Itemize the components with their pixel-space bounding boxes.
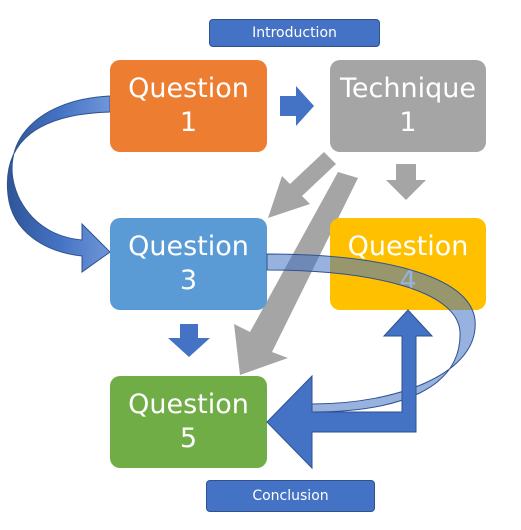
introduction-label: Introduction bbox=[209, 19, 380, 47]
node-technique-1[interactable]: Technique 1 bbox=[330, 60, 486, 152]
node-question-3-title: Question bbox=[128, 231, 249, 262]
node-question-4-title: Question bbox=[347, 231, 469, 262]
node-question-4-number: 4 bbox=[399, 265, 417, 296]
node-question-5-title: Question bbox=[128, 389, 249, 420]
gray-arrow-technique1-to-q4 bbox=[386, 164, 426, 200]
blue-arrow-q1-to-technique1 bbox=[280, 86, 314, 126]
node-question-5[interactable]: Question 5 bbox=[110, 376, 267, 468]
node-question-3-number: 3 bbox=[179, 265, 198, 296]
node-question-4[interactable]: Question 4 bbox=[330, 218, 486, 310]
curved-arrow-q1-to-q3 bbox=[6, 95, 111, 273]
conclusion-label: Conclusion bbox=[206, 480, 375, 512]
node-question-1-number: 1 bbox=[179, 107, 198, 138]
blue-arrow-q3-to-q5 bbox=[168, 324, 210, 357]
gray-arrow-technique1-to-q3 bbox=[268, 152, 336, 218]
bent-arrow-q5-and-q4 bbox=[266, 309, 434, 470]
node-question-3[interactable]: Question 3 bbox=[110, 218, 267, 310]
node-question-5-number: 5 bbox=[179, 423, 198, 454]
node-question-1-title: Question bbox=[128, 73, 249, 104]
node-technique-1-title: Technique bbox=[340, 73, 476, 104]
node-question-1[interactable]: Question 1 bbox=[110, 60, 267, 152]
node-technique-1-number: 1 bbox=[399, 107, 417, 138]
